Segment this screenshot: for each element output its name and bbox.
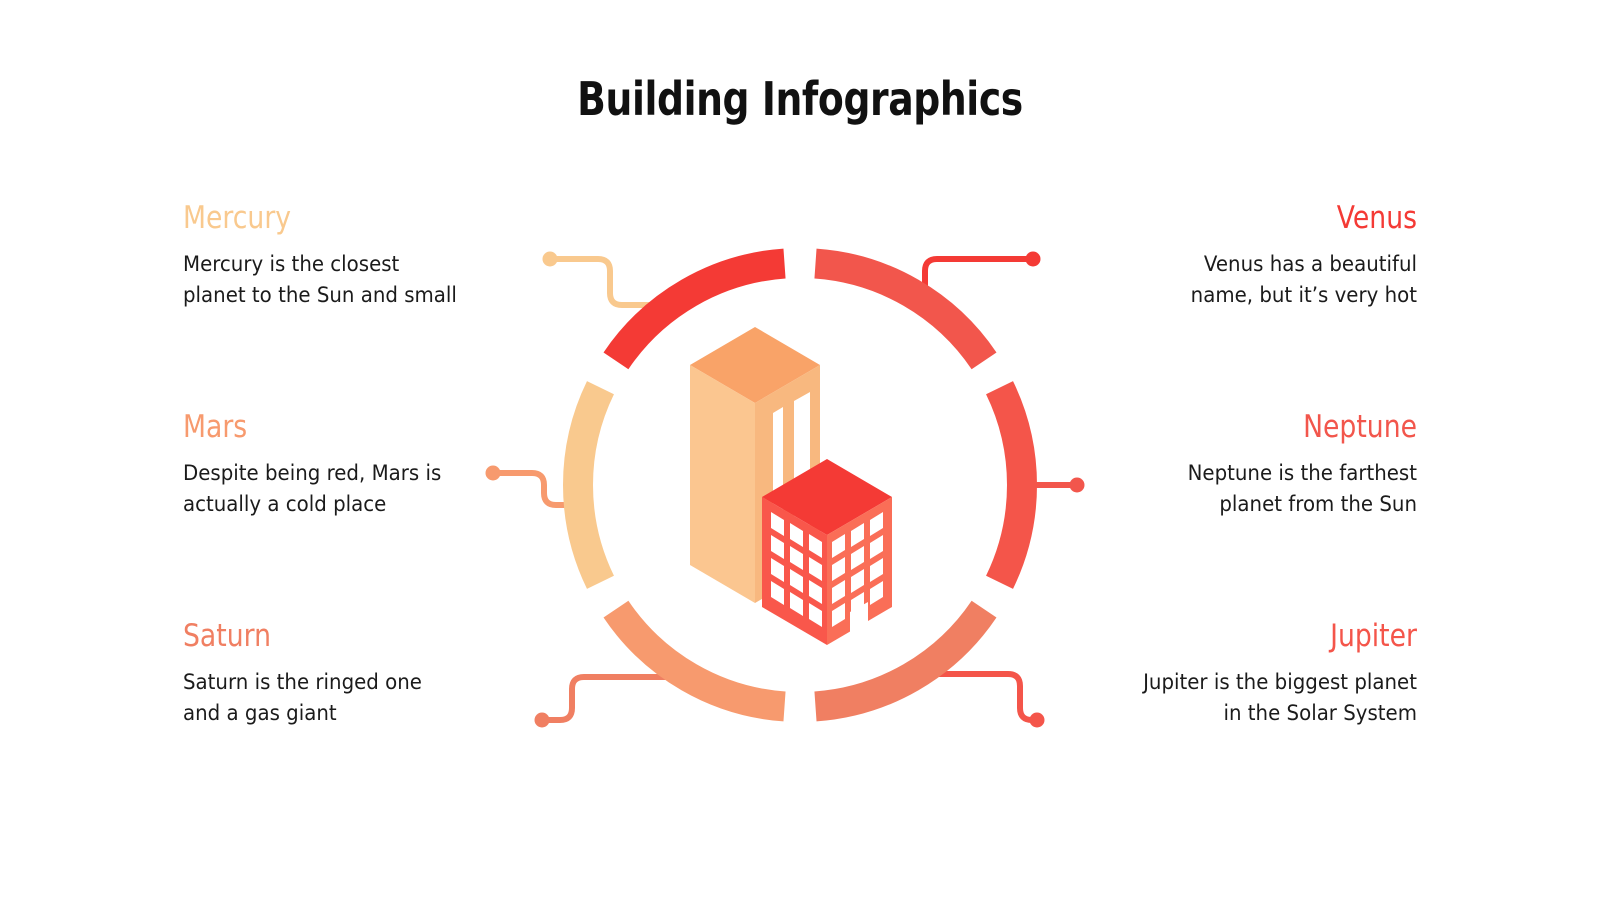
connector-dot-venus (1025, 251, 1041, 267)
connector-saturn (540, 674, 678, 723)
body-neptune: Neptune is the farthest planet from the … (1187, 460, 1417, 517)
page-title: Building Infographics (577, 72, 1023, 126)
body-saturn: Saturn is the ringed one and a gas giant (183, 669, 422, 726)
heading-mars: Mars (183, 409, 248, 445)
info-block-mercury[interactable]: Mercury Mercury is the closest planet to… (183, 202, 483, 311)
info-block-jupiter[interactable]: Jupiter Jupiter is the biggest planet in… (1117, 620, 1417, 729)
connector-dots (485, 251, 1085, 728)
info-block-venus[interactable]: Venus Venus has a beautiful name, but it… (1117, 202, 1417, 311)
heading-neptune: Neptune (1303, 409, 1417, 445)
isometric-buildings-icon (690, 327, 892, 645)
connector-dot-mercury (542, 251, 558, 267)
connector-mars (492, 470, 593, 508)
venus-segment[interactable] (603, 248, 786, 370)
info-block-mars[interactable]: Mars Despite being red, Mars is actually… (183, 411, 483, 520)
short-building (762, 459, 892, 645)
connector-dot-neptune (1069, 477, 1085, 493)
info-block-neptune[interactable]: Neptune Neptune is the farthest planet f… (1117, 411, 1417, 520)
donut-diagram (470, 215, 1130, 755)
tall-building-left-face (690, 365, 755, 603)
connector-dot-mars (485, 465, 501, 481)
jupiter-segment[interactable] (985, 381, 1037, 589)
neptune-segment[interactable] (814, 248, 997, 370)
mercury-segment[interactable] (563, 381, 615, 589)
body-mars: Despite being red, Mars is actually a co… (183, 460, 442, 517)
connector-lines (492, 256, 1079, 723)
saturn-segment[interactable] (814, 600, 997, 722)
heading-jupiter: Jupiter (1330, 618, 1417, 654)
body-jupiter: Jupiter is the biggest planet in the Sol… (1143, 669, 1417, 726)
connector-venus (922, 256, 1035, 311)
heading-saturn: Saturn (183, 618, 272, 654)
heading-mercury: Mercury (183, 200, 292, 236)
donut-ring (563, 248, 1037, 722)
connector-mercury (549, 256, 678, 308)
info-block-saturn[interactable]: Saturn Saturn is the ringed one and a ga… (183, 620, 483, 729)
body-mercury: Mercury is the closest planet to the Sun… (183, 251, 457, 308)
body-venus: Venus has a beautiful name, but it’s ver… (1190, 251, 1417, 308)
heading-venus: Venus (1336, 200, 1417, 236)
connector-dot-jupiter (1029, 712, 1045, 728)
connector-jupiter (907, 671, 1039, 723)
short-building-windows-right (832, 512, 883, 627)
short-building-windows-left (771, 512, 822, 627)
mars-segment[interactable] (603, 600, 786, 722)
connector-dot-saturn (534, 712, 550, 728)
